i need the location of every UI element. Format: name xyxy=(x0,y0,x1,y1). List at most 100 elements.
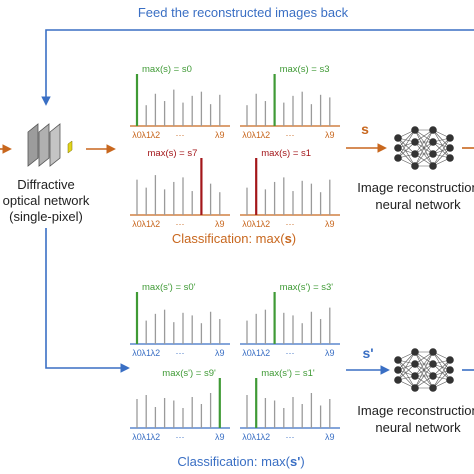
axis-tick-label: λ1 xyxy=(141,348,151,358)
nn-node xyxy=(429,138,437,146)
nn-node xyxy=(429,126,437,134)
axis-tick-label: λ9 xyxy=(325,130,335,140)
nn-node xyxy=(411,384,419,392)
nn-node xyxy=(411,162,419,170)
axis-tick-label: ··· xyxy=(286,130,295,140)
axis-tick-label: ··· xyxy=(286,348,295,358)
classification-top: Classification: max(s) xyxy=(172,231,296,246)
feedback-arrow xyxy=(41,29,474,106)
axis-tick-label: λ9 xyxy=(325,219,335,229)
axis-tick-label: λ9 xyxy=(215,348,225,358)
nn-node xyxy=(446,134,454,142)
nn-node xyxy=(394,144,402,152)
axis-tick-label: ··· xyxy=(176,219,185,229)
panel-label: max(s') = s9' xyxy=(162,368,216,379)
nn-node xyxy=(446,154,454,162)
svg-text:Image reconstruction: Image reconstruction xyxy=(357,403,474,418)
svg-text:(single-pixel): (single-pixel) xyxy=(9,209,83,224)
feedback-loop: Feed the reconstructed images back xyxy=(41,5,474,106)
svg-text:Image reconstruction: Image reconstruction xyxy=(357,180,474,195)
signal-s-label: s xyxy=(361,121,369,137)
axis-tick-label: λ9 xyxy=(325,432,335,442)
axis-tick-label: λ0 xyxy=(132,219,142,229)
nn-node xyxy=(446,356,454,364)
neural-network-icon-bottom xyxy=(394,348,454,392)
axis-tick-label: λ0 xyxy=(242,130,252,140)
axis-tick-label: λ0 xyxy=(242,432,252,442)
panel-label: max(s') = s0' xyxy=(142,282,196,293)
axis-tick-label: λ2 xyxy=(261,348,271,358)
feedback-label: Feed the reconstructed images back xyxy=(138,5,349,20)
axis-tick-label: λ2 xyxy=(151,432,161,442)
axis-tick-label: ··· xyxy=(286,432,295,442)
axis-tick-label: ··· xyxy=(176,130,185,140)
classification-bottom: Classification: max(s') xyxy=(177,454,304,469)
svg-text:neural network: neural network xyxy=(375,197,461,212)
axis-tick-label: ··· xyxy=(176,348,185,358)
axis-tick-label: λ1 xyxy=(251,219,261,229)
panel-label: max(s') = s1' xyxy=(261,368,315,379)
svg-text:optical network: optical network xyxy=(3,193,90,208)
axis-tick-label: λ0 xyxy=(132,348,142,358)
panel-label: max(s) = s1 xyxy=(261,148,311,159)
nn-node xyxy=(429,372,437,380)
nn-node xyxy=(394,356,402,364)
axis-tick-label: ··· xyxy=(176,432,185,442)
axis-tick-label: λ2 xyxy=(151,130,161,140)
axis-tick-label: λ2 xyxy=(261,130,271,140)
reconstruction-label-bottom: Image reconstruction neural network xyxy=(357,403,474,435)
signal-s-prime-label: s' xyxy=(362,345,373,361)
nn-node xyxy=(394,154,402,162)
nn-node xyxy=(411,138,419,146)
nn-node xyxy=(446,376,454,384)
nn-node xyxy=(446,366,454,374)
axis-tick-label: λ0 xyxy=(132,432,142,442)
axis-tick-label: λ1 xyxy=(141,130,151,140)
axis-tick-label: λ2 xyxy=(261,219,271,229)
axis-tick-label: λ9 xyxy=(325,348,335,358)
diffractive-layers-icon xyxy=(27,123,73,167)
reconstruction-label-top: Image reconstruction neural network xyxy=(357,180,474,212)
axis-tick-label: λ2 xyxy=(261,432,271,442)
panel-label: max(s) = s7 xyxy=(148,148,198,159)
axis-tick-label: λ1 xyxy=(251,432,261,442)
nn-node xyxy=(429,348,437,356)
nn-node xyxy=(411,126,419,134)
nn-node xyxy=(394,366,402,374)
axis-tick-label: λ1 xyxy=(251,348,261,358)
nn-node xyxy=(429,360,437,368)
nn-node xyxy=(429,150,437,158)
axis-tick-label: λ9 xyxy=(215,432,225,442)
nn-node xyxy=(411,372,419,380)
axis-tick-label: λ1 xyxy=(141,219,151,229)
single-pixel-detector-icon xyxy=(67,140,73,154)
optical-network-label: Diffractive optical network (single-pixe… xyxy=(3,177,90,224)
nn-node xyxy=(429,384,437,392)
axis-tick-label: λ9 xyxy=(215,219,225,229)
svg-text:neural network: neural network xyxy=(375,420,461,435)
axis-tick-label: λ2 xyxy=(151,219,161,229)
nn-node xyxy=(446,144,454,152)
nn-node xyxy=(411,348,419,356)
nn-node xyxy=(394,134,402,142)
axis-tick-label: λ9 xyxy=(215,130,225,140)
axis-tick-label: λ0 xyxy=(242,348,252,358)
nn-node xyxy=(394,376,402,384)
panel-label: max(s) = s3 xyxy=(280,64,330,75)
axis-tick-label: λ1 xyxy=(251,130,261,140)
nn-node xyxy=(411,150,419,158)
svg-text:Diffractive: Diffractive xyxy=(17,177,75,192)
arrow-to-bottom-panels xyxy=(45,228,130,373)
neural-network-icon-top xyxy=(394,126,454,170)
panel-label: max(s') = s3' xyxy=(280,282,334,293)
axis-tick-label: ··· xyxy=(286,219,295,229)
